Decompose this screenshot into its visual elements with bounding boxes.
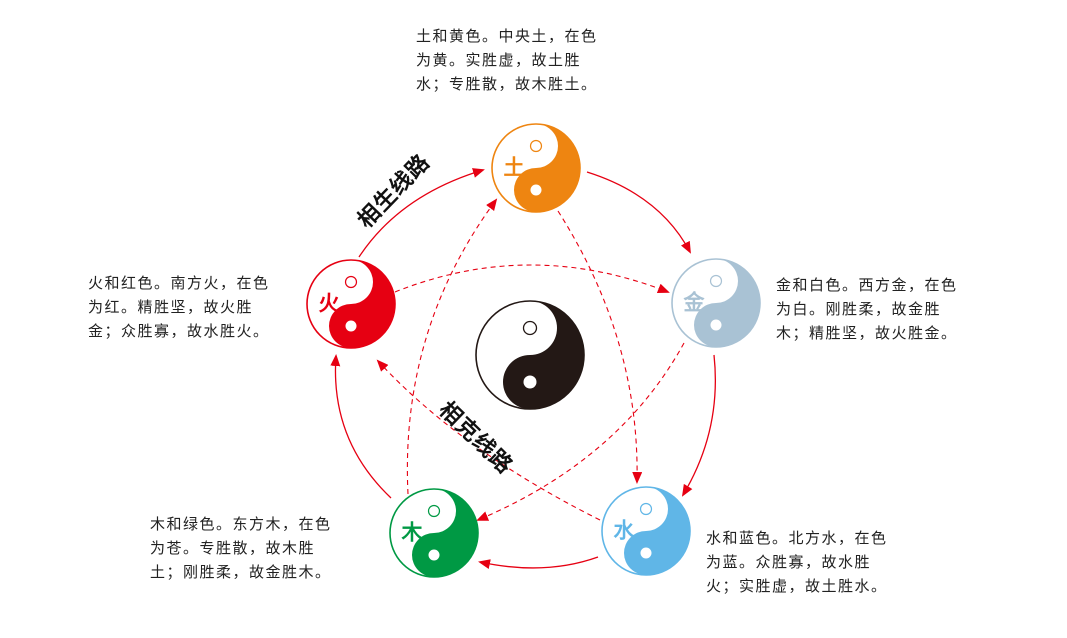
overcoming-route-label: 相克线路 <box>434 397 518 480</box>
generating-route-label: 相生线路 <box>353 149 436 233</box>
yin-yang-fire: 火 <box>306 259 396 349</box>
earth-description: 土和黄色。中央土，在色 为黄。实胜虚，故土胜 水；专胜散，故木胜土。 <box>416 27 598 93</box>
overcoming-cycle-arrows <box>376 198 685 521</box>
earth-label: 土 <box>504 155 525 180</box>
yin-yang-water: 水 <box>601 486 691 576</box>
generating-cycle-arrows <box>330 168 716 569</box>
arrow-water-to-wood <box>478 556 599 569</box>
arrow-metal-to-water <box>681 354 716 497</box>
arrow-fire-to-earth <box>358 168 485 258</box>
fire-label: 火 <box>319 291 340 316</box>
arrow-water-to-fire <box>376 359 601 521</box>
center-yin-yang <box>475 300 585 410</box>
yin-yang-metal: 金 <box>671 258 761 348</box>
water-description: 水和蓝色。北方水，在色 为蓝。众胜寡，故水胜 火；实胜虚，故土胜水。 <box>706 529 888 595</box>
element-nodes: 土金水 木 火 <box>306 123 761 578</box>
arrow-earth-to-water <box>557 210 643 484</box>
arrow-metal-to-wood <box>476 342 685 521</box>
arrow-wood-to-earth <box>406 198 498 495</box>
water-label: 水 <box>614 518 636 543</box>
yin-yang-wood: 木 <box>389 488 479 578</box>
yin-yang-earth: 土 <box>491 123 581 213</box>
wood-label: 木 <box>401 520 424 545</box>
arrow-fire-to-metal <box>394 264 670 294</box>
metal-label: 金 <box>683 290 706 315</box>
fire-description: 火和红色。南方火，在色 为红。精胜坚，故火胜 金；众胜寡，故水胜火。 <box>88 274 270 340</box>
metal-description: 金和白色。西方金，在色 为白。刚胜柔，故金胜 木；精胜坚，故火胜金。 <box>776 276 958 342</box>
wood-description: 木和绿色。东方木，在色 为苍。专胜散，故木胜 土；刚胜柔，故金胜木。 <box>150 515 332 581</box>
arrow-wood-to-fire <box>330 354 392 499</box>
arrow-earth-to-metal <box>586 171 691 254</box>
